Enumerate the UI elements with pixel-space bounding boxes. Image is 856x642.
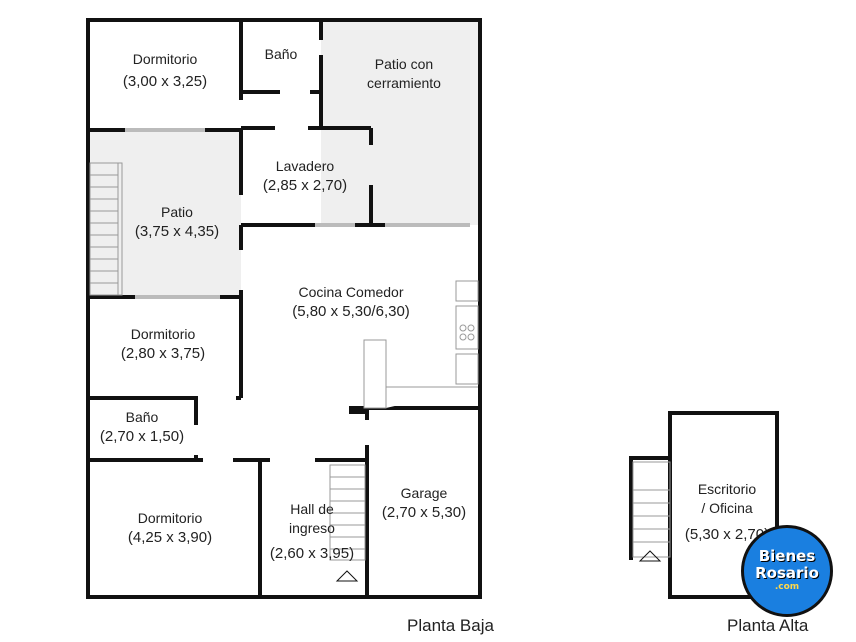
logo-line-2: Rosario (755, 564, 819, 582)
floor-label-planta-alta: Planta Alta (727, 616, 809, 635)
room-name-line2: cerramiento (367, 75, 441, 91)
room-dimensions: (4,25 x 3,90) (127, 529, 213, 546)
stair-arrows (335, 550, 662, 582)
room-patio-cerramiento: Patio con cerramiento (367, 55, 441, 93)
room-dormitorio-2: Dormitorio (2,80 x 3,75) (121, 325, 205, 363)
room-name: Baño (264, 46, 298, 62)
room-escritorio: Escritorio / Oficina (5,30 x 2,70) (685, 480, 769, 544)
room-name: Dormitorio (137, 510, 203, 526)
room-dimensions: (2,60 x 3,95) (269, 545, 355, 562)
room-name: Patio con (374, 56, 434, 72)
walls (86, 18, 779, 599)
room-lavadero: Lavadero (2,85 x 2,70) (263, 157, 347, 195)
room-name: Dormitorio (132, 51, 198, 67)
stairs (89, 162, 671, 561)
bienes-rosario-logo: Bienes Rosario .com (741, 525, 833, 617)
room-dimensions: (5,80 x 5,30/6,30) (292, 303, 410, 320)
room-bano-2: Baño (2,70 x 1,50) (100, 408, 184, 446)
room-dimensions: (5,30 x 2,70) (684, 526, 770, 543)
room-name: Dormitorio (130, 326, 196, 342)
room-dimensions: (3,75 x 4,35) (134, 223, 220, 240)
room-dimensions: (2,80 x 3,75) (120, 345, 206, 362)
room-name: Escritorio (697, 481, 757, 497)
room-dimensions: (2,70 x 1,50) (99, 428, 185, 445)
room-dormitorio-1: Dormitorio (3,00 x 3,25) (123, 50, 207, 91)
room-bano-1: Baño (265, 45, 298, 64)
room-dimensions: (3,00 x 3,25) (122, 73, 208, 90)
room-name: Patio (161, 204, 193, 220)
room-dimensions: (2,70 x 5,30) (381, 504, 467, 521)
room-name: Garage (400, 485, 448, 501)
floor-label-planta-baja: Planta Baja (407, 616, 494, 635)
logo-line-3: .com (774, 582, 800, 592)
room-dormitorio-3: Dormitorio (4,25 x 3,90) (128, 509, 212, 547)
room-garage: Garage (2,70 x 5,30) (382, 484, 466, 522)
room-name: Baño (125, 409, 159, 425)
room-name: Hall de (290, 501, 334, 517)
gray-areas (90, 22, 478, 297)
room-name-line2: / Oficina (701, 500, 753, 516)
room-hall: Hall de ingreso (2,60 x 3,95) (270, 500, 354, 563)
room-cocina-comedor: Cocina Comedor (5,80 x 5,30/6,30) (292, 283, 410, 321)
room-name: Lavadero (275, 158, 335, 174)
logo-line-1: Bienes (758, 547, 816, 565)
room-patio: Patio (3,75 x 4,35) (135, 203, 219, 241)
room-dimensions: (2,85 x 2,70) (262, 177, 348, 194)
room-name: Cocina Comedor (298, 284, 404, 300)
room-name-line2: ingreso (289, 520, 335, 536)
kitchen-fixtures (363, 280, 479, 409)
